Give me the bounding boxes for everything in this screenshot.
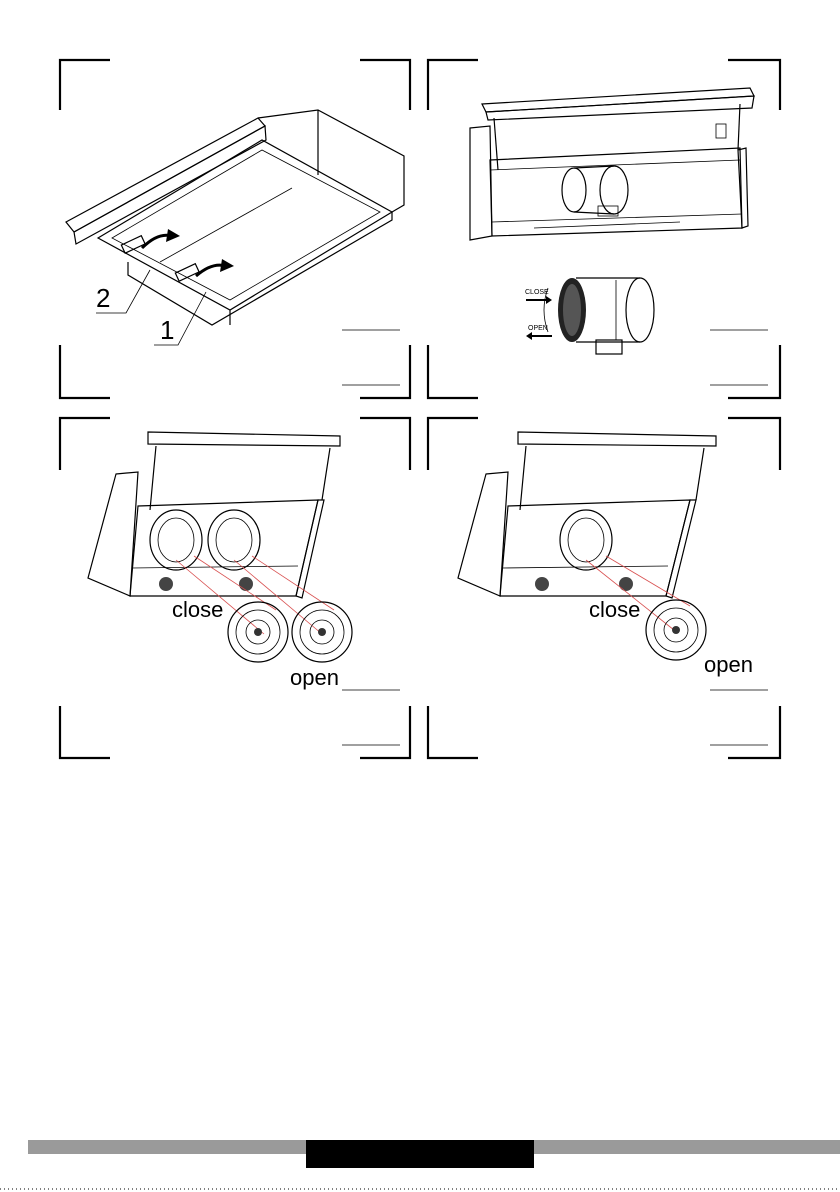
filter-drawing-1 — [228, 602, 288, 662]
footer-black-box — [306, 1140, 534, 1168]
open-label: open — [704, 652, 753, 677]
close-label: close — [589, 597, 640, 622]
open-label: OPEN — [528, 325, 548, 332]
footer-bar — [0, 1140, 840, 1189]
filter-drawing — [646, 600, 706, 660]
open-label: open — [290, 665, 339, 690]
callout-2: 2 — [96, 283, 110, 313]
hood-drawing-double — [88, 432, 340, 598]
close-label: close — [172, 597, 223, 622]
panel-2-motor-lock: CLOSE OPEN — [428, 60, 780, 398]
close-label: CLOSE — [525, 289, 549, 296]
panel-3-double-filter: close open — [60, 418, 410, 758]
hood-open-drawing — [470, 88, 754, 240]
guide-lines — [176, 556, 334, 634]
motor-drawing — [544, 278, 654, 354]
panel-4-single-filter: close open — [428, 418, 780, 758]
hood-body-drawing — [66, 110, 404, 325]
panel-1-filter-removal: 2 1 — [60, 60, 410, 398]
hood-drawing-single — [458, 432, 716, 598]
rotation-arrows — [526, 296, 552, 340]
callout-1: 1 — [160, 315, 174, 345]
callout-leaders — [96, 270, 206, 345]
filter-drawing-2 — [292, 602, 352, 662]
